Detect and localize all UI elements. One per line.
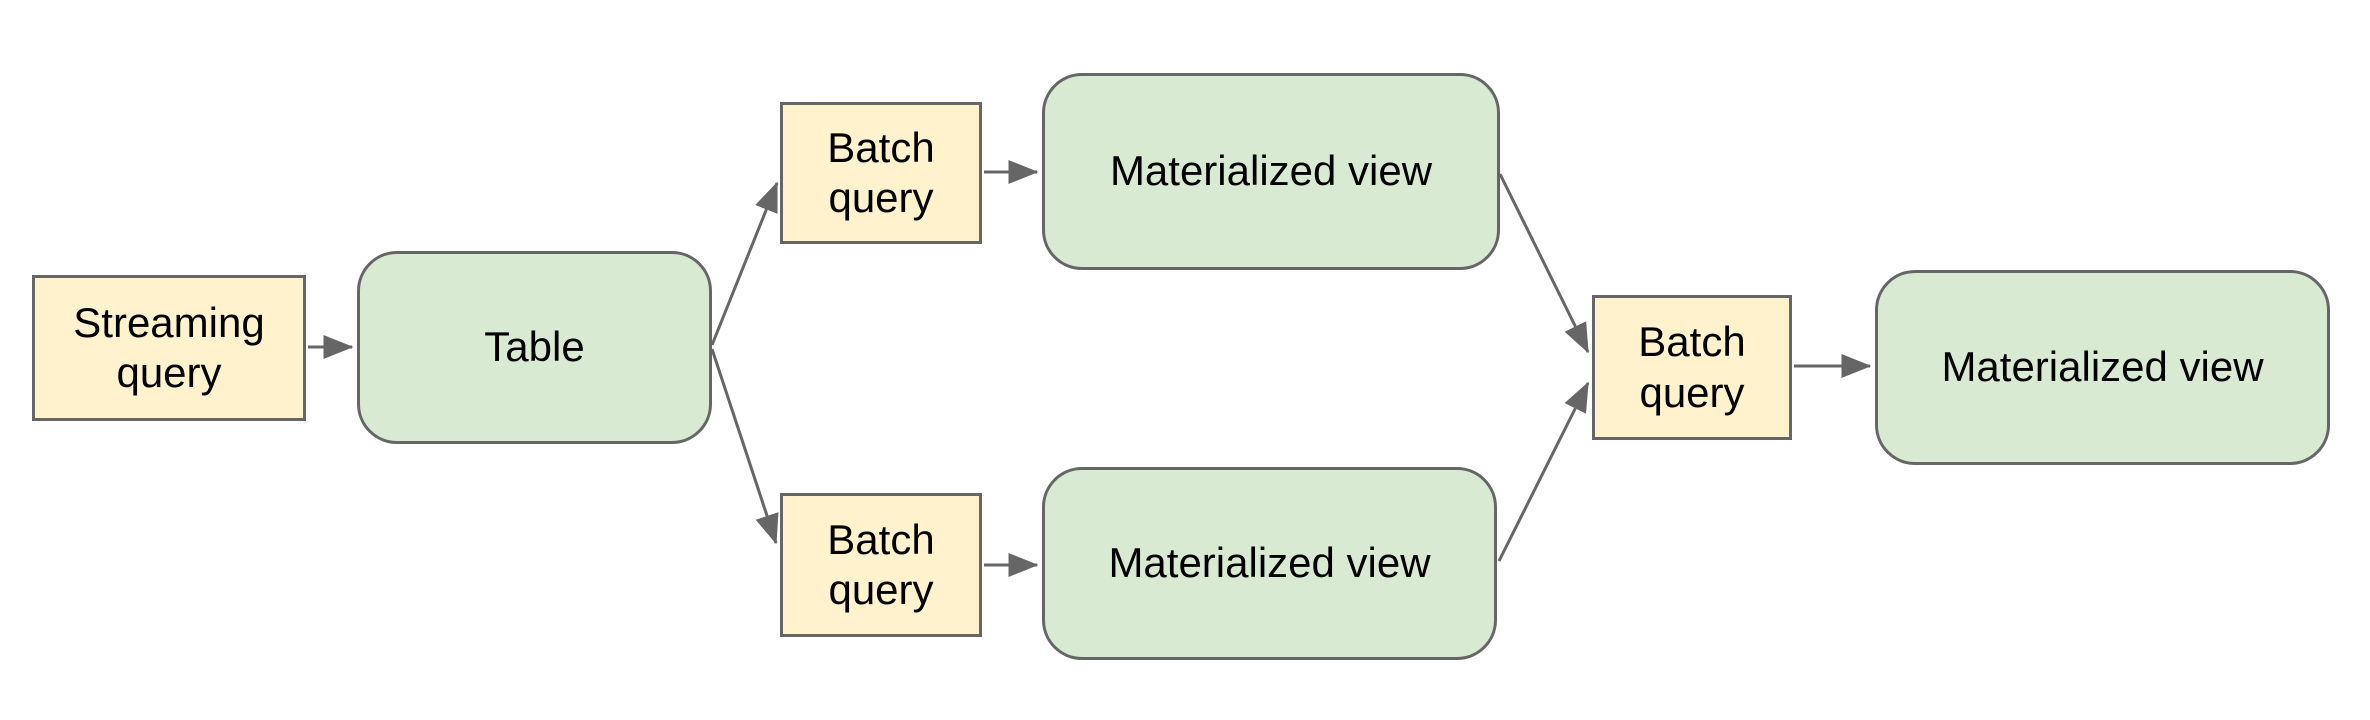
node-streaming-query: Streaming query	[32, 275, 306, 421]
edge-materialized-view-top-to-batch-query-merge	[1498, 173, 1590, 354]
node-label: Table	[484, 323, 585, 371]
edge-materialized-view-bottom-to-batch-query-merge	[1497, 381, 1590, 562]
node-batch-query-merge: Batch query	[1592, 295, 1792, 440]
node-materialized-view-bottom: Materialized view	[1042, 467, 1497, 660]
node-batch-query-bottom: Batch query	[780, 493, 982, 637]
node-materialized-view-final: Materialized view	[1875, 270, 2330, 465]
node-label: Materialized view	[1108, 539, 1431, 587]
edge-table-to-batch-query-bottom	[710, 348, 779, 545]
node-batch-query-top: Batch query	[780, 102, 982, 244]
node-label: Batch query	[827, 515, 935, 613]
node-table: Table	[357, 251, 712, 444]
node-label: Batch query	[827, 123, 935, 221]
edge-table-to-batch-query-top	[710, 181, 779, 346]
node-label: Materialized view	[1941, 343, 2264, 391]
node-label: Materialized view	[1109, 147, 1433, 195]
node-materialized-view-top: Materialized view	[1042, 73, 1500, 270]
node-label: Batch query	[1638, 318, 1746, 416]
node-label: Streaming query	[73, 298, 265, 396]
